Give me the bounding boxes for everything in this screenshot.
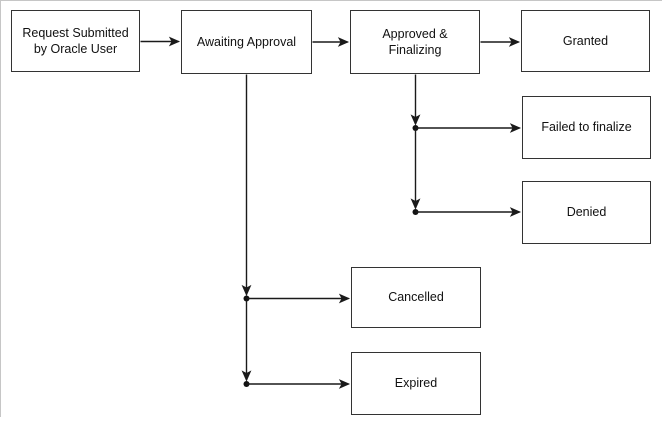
node-label: Denied bbox=[566, 205, 607, 220]
junction-dot-4 bbox=[243, 381, 250, 387]
image-border-top bbox=[0, 0, 662, 1]
node-failed-to-finalize: Failed to finalize bbox=[522, 96, 651, 159]
node-label: Approved & bbox=[382, 26, 448, 41]
node-label: Granted bbox=[562, 33, 609, 48]
node-granted: Granted bbox=[521, 10, 650, 72]
node-label: Finalizing bbox=[388, 43, 442, 57]
node-cancelled: Cancelled bbox=[351, 267, 481, 328]
node-label: Awaiting Approval bbox=[196, 34, 297, 49]
junction-dot-1 bbox=[412, 125, 419, 131]
node-label: Failed to finalize bbox=[541, 120, 632, 135]
node-label: Request Submitted bbox=[22, 25, 129, 40]
node-label: Cancelled bbox=[388, 290, 444, 305]
node-request-submitted: Request Submitted by Oracle User bbox=[11, 10, 140, 72]
image-border-left bbox=[0, 0, 1, 417]
node-approved-finalizing: Approved & Finalizing bbox=[350, 10, 480, 74]
node-denied: Denied bbox=[522, 181, 651, 244]
junction-dot-3 bbox=[243, 295, 250, 302]
node-label: by Oracle User bbox=[33, 42, 118, 56]
node-awaiting-approval: Awaiting Approval bbox=[181, 10, 312, 74]
node-expired: Expired bbox=[351, 352, 481, 415]
junction-dot-2 bbox=[412, 209, 419, 215]
node-label: Expired bbox=[394, 376, 438, 391]
